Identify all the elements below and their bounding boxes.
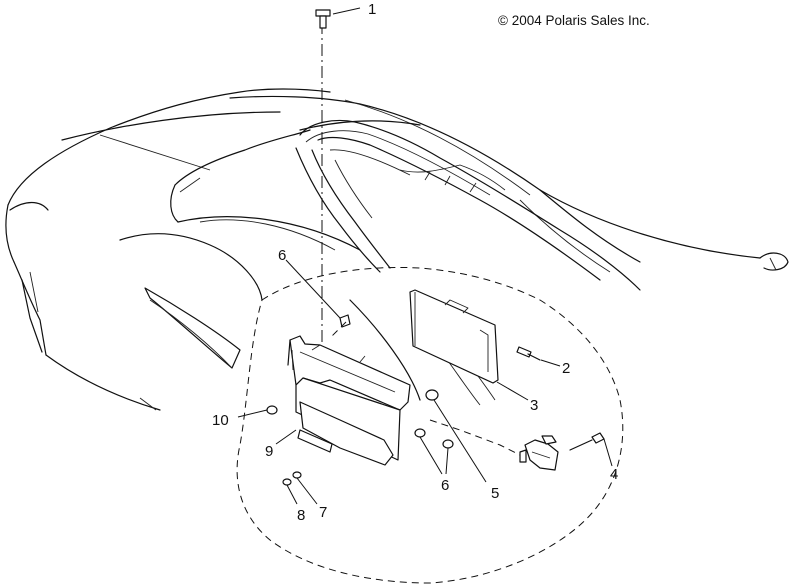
- detail-boundary: [236, 267, 624, 584]
- callout-2: 2: [562, 360, 570, 377]
- washer-7: [292, 471, 302, 479]
- mounting-bracket: [287, 335, 411, 466]
- leader-lines: [237, 7, 613, 505]
- nut-8: [282, 478, 292, 486]
- panel-3: [409, 289, 499, 384]
- callout-5: 5: [491, 485, 499, 502]
- assembly-line-switch: [429, 419, 521, 456]
- callout-6-top: 6: [278, 247, 286, 264]
- fastener-1: [315, 9, 331, 29]
- callout-8: 8: [297, 507, 305, 524]
- hood-body: [5, 88, 789, 411]
- grommet-5: [425, 389, 439, 401]
- grommet-6-top: [339, 314, 351, 328]
- screw-2: [516, 346, 541, 361]
- callout-6-bottom: 6: [441, 477, 449, 494]
- callout-7: 7: [319, 504, 327, 521]
- switch-4: [519, 432, 605, 471]
- callout-4: 4: [610, 466, 618, 483]
- assembly-line-bolt: [329, 321, 347, 339]
- callout-1: 1: [368, 1, 376, 18]
- copyright-text: © 2004 Polaris Sales Inc.: [498, 13, 650, 28]
- callout-3: 3: [530, 397, 538, 414]
- nut-10: [266, 405, 278, 415]
- callout-9: 9: [265, 443, 273, 460]
- callout-10: 10: [212, 412, 229, 429]
